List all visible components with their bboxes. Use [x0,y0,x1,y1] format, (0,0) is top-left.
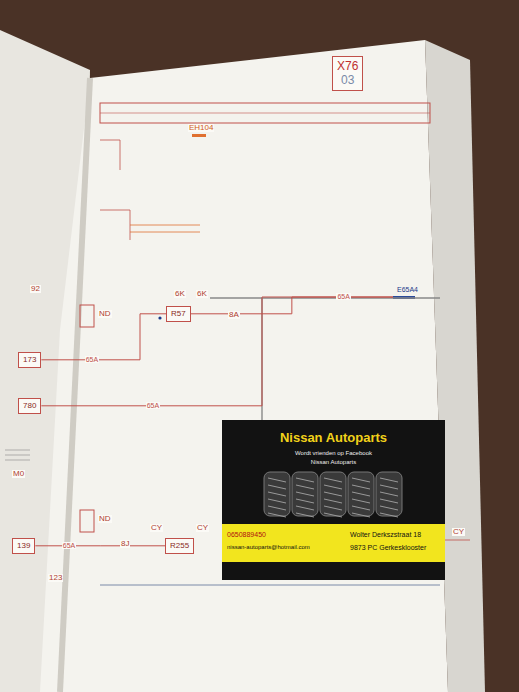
wire-label: ND [98,515,112,523]
wire-label: CY [150,524,163,532]
harness-line [210,297,440,298]
connector-box: R255 [165,538,194,554]
edge-label: 65A [85,356,99,363]
wire-label: 6K [174,290,186,298]
node-text: 780 [23,401,36,411]
node-text: X76 [337,59,358,73]
component-label: 173 [18,352,41,368]
header-band [100,103,430,123]
wire-label: 123 [48,574,63,582]
address: Wolter Derkszstraat 18 [350,531,421,539]
edge-label: 65A [146,402,160,409]
component-label: 139 [12,538,35,554]
wire-label: 8A [228,311,240,319]
page-border [100,585,440,586]
wire-label: EH104 [188,124,214,132]
wire-connector [41,314,166,360]
connector-box: R57 [166,306,191,322]
component-box [80,305,94,327]
edge-label: 65A [62,542,76,549]
component-label: E65A4 [393,284,422,296]
wire-label: 8J [120,540,130,548]
yellow-strip: 0650889450 nissan-autoparts@hotmail.com Wo… [222,524,445,562]
splice-dot [158,316,161,319]
email: nissan-autoparts@hotmail.com [227,544,310,551]
binding [60,78,90,692]
right-page [40,40,448,692]
tire [264,472,290,516]
wire [130,225,200,232]
edge-label: 65A [336,293,350,300]
node-text: E65A4 [397,286,418,294]
node-text: R255 [170,541,189,551]
wire-label: CY [196,524,209,532]
card-title: Nissan Autoparts [222,430,445,446]
tire [348,472,374,516]
wire-label: ND [98,310,112,318]
ground-symbol [5,450,30,460]
page-stack [425,40,485,692]
phone-number: 0650889450 [227,531,266,539]
node-text: R57 [171,309,186,319]
node-text: 173 [23,355,36,365]
node-text: 03 [337,73,358,87]
tire [376,472,402,516]
address: 9873 PC Gerkesklooster [350,544,426,552]
wire-label: 92 [30,285,41,293]
wire-connector [191,297,393,314]
node-text: 139 [17,541,30,551]
header-divider [100,113,430,114]
tire [292,472,318,516]
card-text: Nissan Autoparts [222,459,445,466]
wire-label: 6K [196,290,208,298]
wire-connector [41,297,393,406]
component-box [80,510,94,532]
tire [320,472,346,516]
wire-connector [35,545,165,546]
wire-label: M0 [12,470,25,478]
tire-picture [222,468,445,520]
wire-label: CY [452,528,465,536]
sheet-code-box: X7603 [332,56,363,91]
wire [100,140,130,240]
component-label: 780 [18,398,41,414]
card-text: Wordt vrienden op Facebook [222,450,445,457]
business-card: Nissan AutopartsWordt vrienden op Facebo… [222,420,445,580]
orange-marker [192,134,206,137]
wire [445,540,470,541]
